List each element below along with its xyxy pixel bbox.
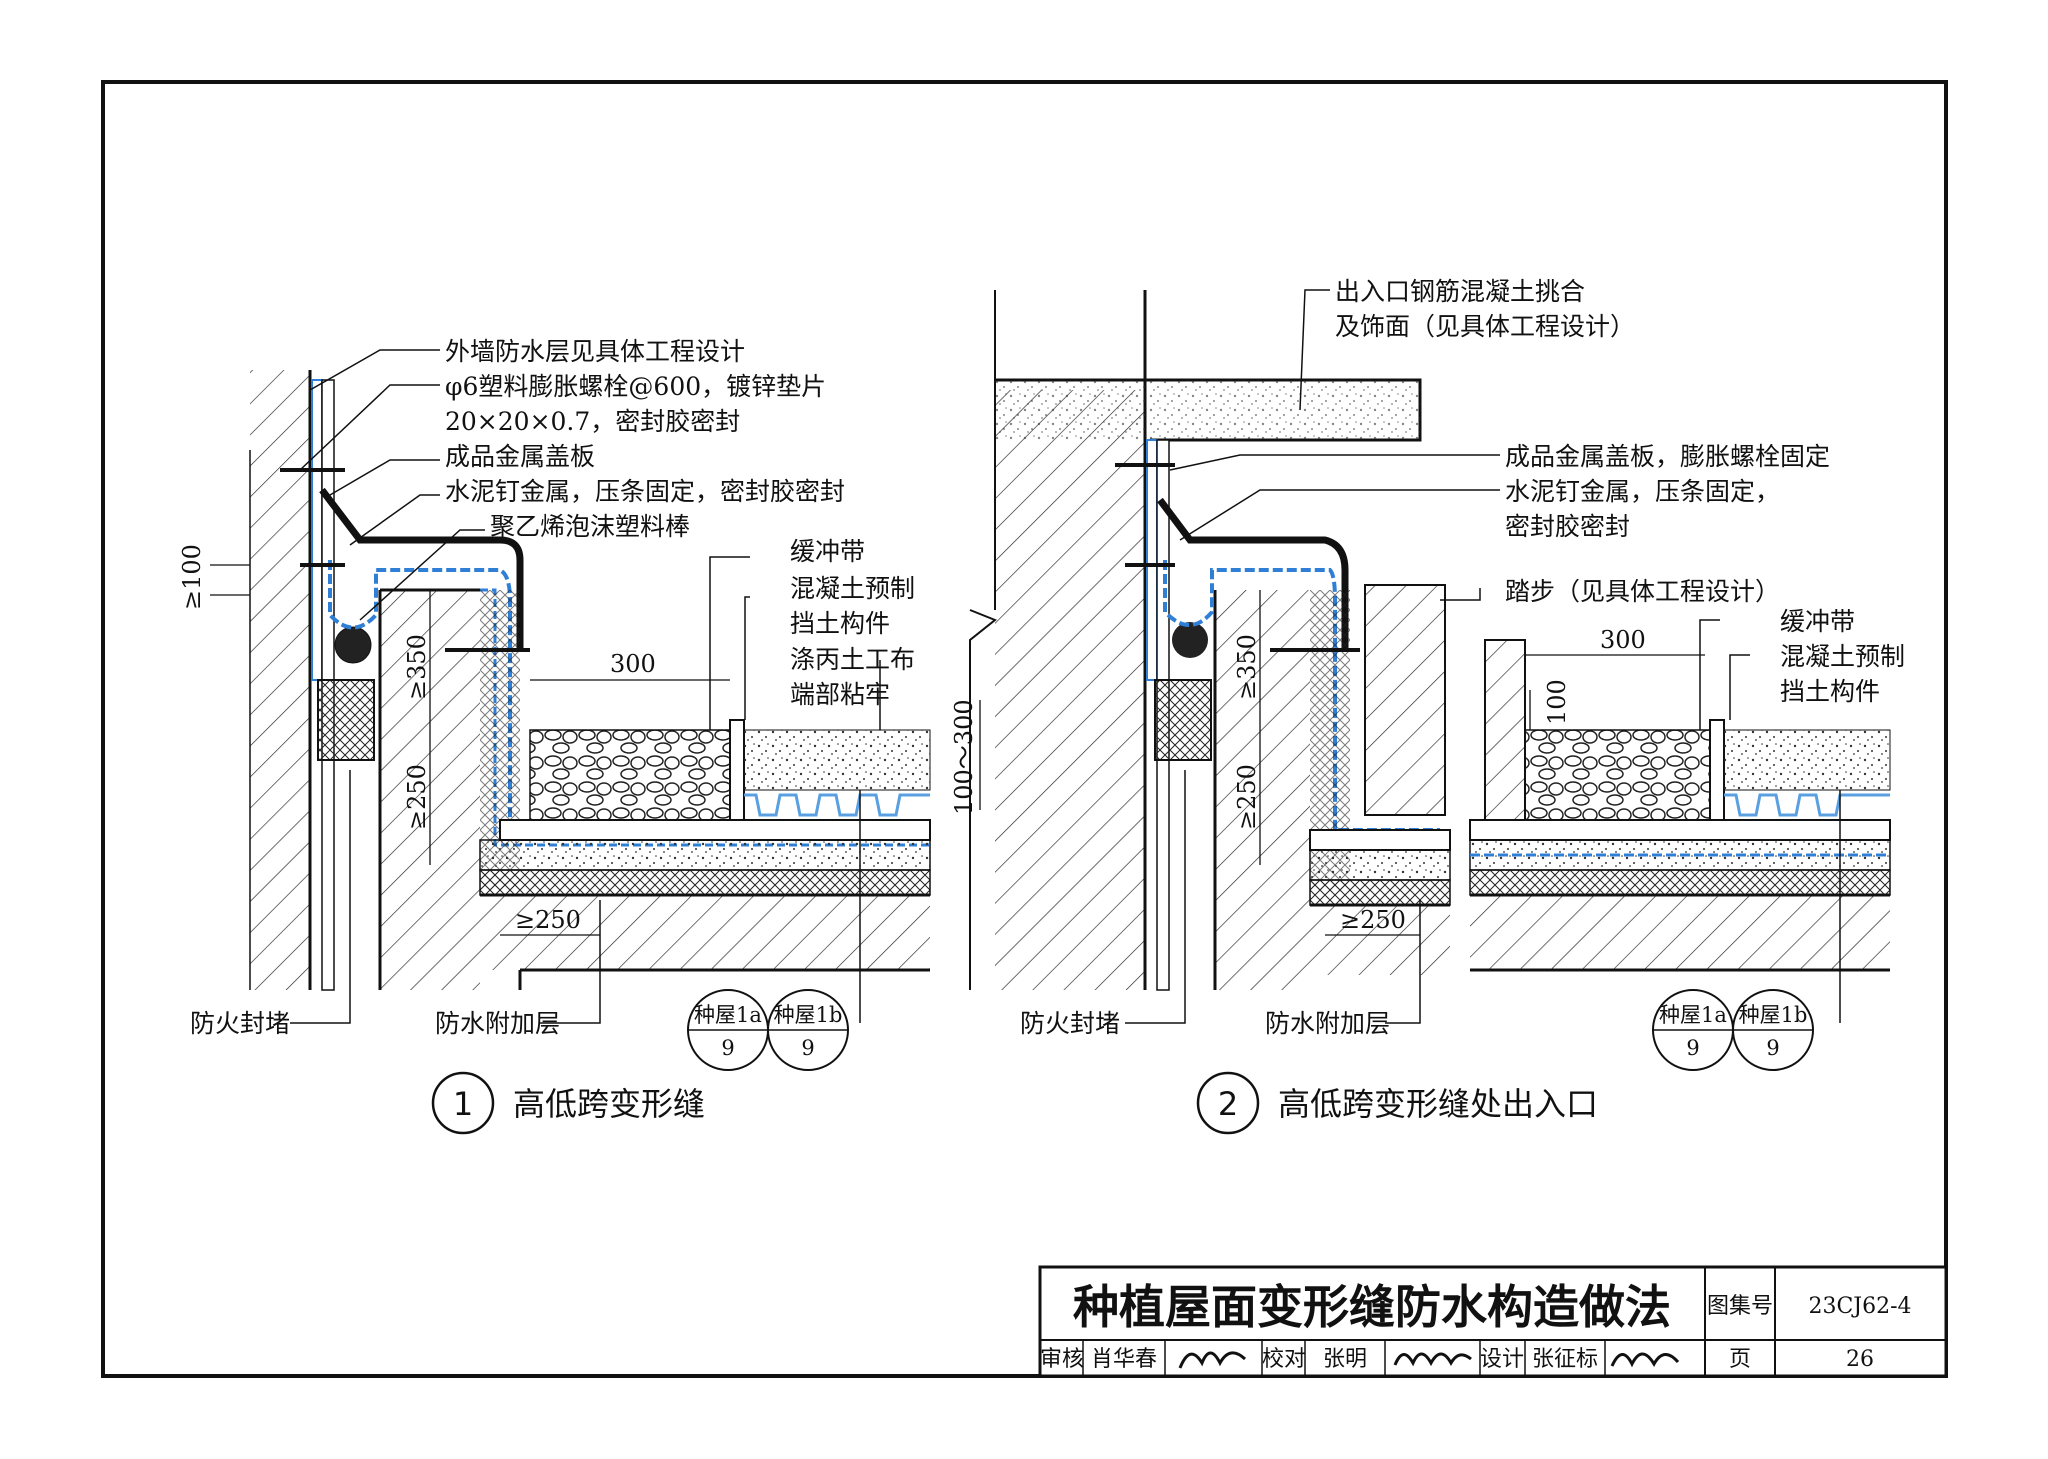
ref-circle-2b[interactable]: 种屋1b 9 — [1732, 989, 1814, 1071]
ref-1b-top: 种屋1b — [774, 1003, 843, 1027]
check-label: 校对 — [1262, 1347, 1306, 1372]
design-label: 设计 — [1480, 1347, 1524, 1372]
ref-2a-top: 种屋1a — [1659, 1003, 1727, 1027]
ref-2b-top: 种屋1b — [1739, 1003, 1808, 1027]
label-step: 踏步（见具体工程设计） — [1505, 577, 1780, 606]
label-precast-1: 混凝土预制 — [790, 574, 915, 603]
designer-signature — [1610, 1352, 1680, 1368]
detail-1: 外墙防水层见具体工程设计 φ6塑料膨胀螺栓@600，镀锌垫片 20×20×0.7… — [178, 337, 931, 1135]
dim-300-2: 300 — [1600, 626, 1646, 654]
label-precast-2: 挡土构件 — [790, 609, 890, 638]
label-foam-rod: 聚乙烯泡沫塑料棒 — [490, 512, 690, 541]
atlas-label: 图集号 — [1707, 1294, 1773, 1319]
label-precast-2b: 挡土构件 — [1780, 677, 1880, 706]
dim-250v: ≥250 — [403, 764, 431, 830]
detail-1-caption: 高低跨变形缝 — [513, 1085, 705, 1123]
reviewer-signature — [1178, 1351, 1247, 1369]
detail-2: 出入口钢筋混凝土挑合 及饰面（见具体工程设计） 成品金属盖板，膨胀螺栓固定 水泥… — [950, 277, 1905, 1135]
reviewer-name: 肖华春 — [1091, 1347, 1157, 1372]
high-wall-2 — [995, 390, 1145, 990]
dim-100-2: 100 — [1543, 679, 1571, 725]
dim-350: ≥350 — [403, 634, 431, 700]
label-geotextile-2: 端部粘牢 — [790, 680, 890, 709]
drawing-title: 种植屋面变形缝防水构造做法 — [1073, 1280, 1671, 1334]
page-label: 页 — [1729, 1347, 1751, 1372]
label-cement-nail-2b: 密封胶密封 — [1505, 512, 1630, 541]
planting-soil — [743, 729, 931, 791]
ref-1b-bottom: 9 — [801, 1036, 814, 1060]
label-additional-layer: 防水附加层 — [435, 1009, 560, 1038]
dim-250v-2: ≥250 — [1233, 764, 1261, 830]
ref-circle-1b[interactable]: 种屋1b 9 — [767, 989, 849, 1071]
ref-2a-bottom: 9 — [1686, 1036, 1699, 1060]
ref-circle-2a[interactable]: 种屋1a 9 — [1652, 989, 1734, 1071]
ref-1a-top: 种屋1a — [694, 1003, 762, 1027]
label-additional-layer-2: 防水附加层 — [1265, 1009, 1390, 1038]
label-canopy-2: 及饰面（见具体工程设计） — [1335, 312, 1635, 341]
label-cement-nail: 水泥钉金属，压条固定，密封胶密封 — [445, 477, 845, 506]
sheet-border — [101, 80, 1948, 1378]
dim-250h: ≥250 — [515, 906, 581, 934]
precast-retainer — [729, 719, 745, 821]
detail-2-caption: 高低跨变形缝处出入口 — [1278, 1085, 1598, 1123]
label-buffer: 缓冲带 — [790, 537, 865, 566]
label-metal-cover-2: 成品金属盖板，膨胀螺栓固定 — [1505, 442, 1830, 471]
label-metal-cover: 成品金属盖板 — [445, 442, 595, 471]
detail-1-number-circle — [431, 1071, 495, 1135]
ref-circle-1a[interactable]: 种屋1a 9 — [687, 989, 769, 1071]
drainage-board — [744, 793, 930, 817]
detail-2-number-circle — [1196, 1071, 1260, 1135]
step-block — [1364, 584, 1446, 816]
label-buffer-2: 缓冲带 — [1780, 607, 1855, 636]
detail-2-number: 2 — [1218, 1085, 1238, 1123]
gravel-layer-2 — [1524, 729, 1711, 821]
dim-100-300: 100～300 — [950, 699, 978, 815]
high-wall — [250, 370, 310, 990]
dim-100: ≥100 — [178, 544, 206, 610]
foam-rod — [334, 626, 372, 664]
low-wall-2 — [1215, 590, 1310, 990]
atlas-number: 23CJ62-4 — [1808, 1294, 1911, 1319]
label-geotextile-1: 涤丙土工布 — [790, 645, 915, 674]
detail-1-number: 1 — [453, 1085, 473, 1123]
label-wall-waterproof: 外墙防水层见具体工程设计 — [445, 337, 745, 366]
checker-signature — [1393, 1352, 1472, 1367]
ref-1a-bottom: 9 — [721, 1036, 734, 1060]
planting-soil-2 — [1723, 729, 1891, 791]
label-bolt-line2: 20×20×0.7，密封胶密封 — [445, 407, 740, 436]
page-number: 26 — [1846, 1347, 1874, 1372]
dim-300: 300 — [610, 650, 656, 678]
precast-retainer-2 — [1709, 719, 1725, 821]
gravel-layer — [529, 729, 731, 821]
checker-name: 张明 — [1323, 1347, 1367, 1372]
roof-slab-2 — [1310, 905, 1450, 975]
review-label: 审核 — [1040, 1347, 1084, 1372]
metal-cover-plate — [319, 487, 524, 650]
label-fire-seal: 防火封堵 — [190, 1009, 290, 1038]
roof-slab-1 — [480, 895, 930, 970]
fire-seal-block — [317, 679, 375, 761]
dim-250h-2: ≥250 — [1340, 906, 1406, 934]
label-bolt-line1: φ6塑料膨胀螺栓@600，镀锌垫片 — [445, 372, 826, 401]
label-fire-seal-2: 防火封堵 — [1020, 1009, 1120, 1038]
designer-name: 张征标 — [1532, 1347, 1598, 1372]
ref-2b-bottom: 9 — [1766, 1036, 1779, 1060]
label-cement-nail-2a: 水泥钉金属，压条固定， — [1505, 477, 1780, 506]
label-canopy-1: 出入口钢筋混凝土挑合 — [1335, 277, 1585, 306]
fire-seal-block-2 — [1154, 679, 1212, 761]
metal-cover-plate-2 — [1157, 497, 1349, 650]
label-precast-2a: 混凝土预制 — [1780, 642, 1905, 671]
dim-350-2: ≥350 — [1233, 634, 1261, 700]
title-block: 种植屋面变形缝防水构造做法 图集号 23CJ62-4 审核 肖华春 校对 张明 … — [1038, 1265, 1948, 1378]
foam-rod-2 — [1172, 622, 1208, 658]
